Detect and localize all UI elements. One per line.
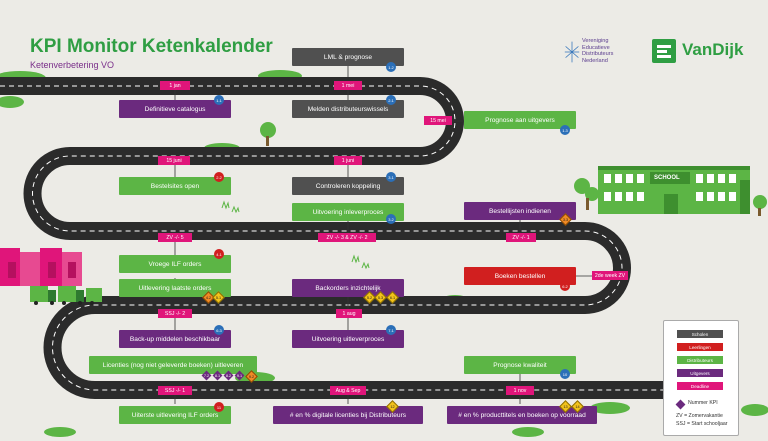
kpi-badge: 4.1 xyxy=(214,249,224,259)
legend-deadline: Deadline xyxy=(677,382,723,390)
box-controleren-koppeling: Controleren koppeling xyxy=(292,177,404,195)
box-bestellijsten-indienen: Bestellijsten indienen xyxy=(464,202,576,220)
legend-note-ssj: SSJ = Start schooljaar xyxy=(676,421,728,427)
date-label-1-jan: 1 jan xyxy=(160,81,190,90)
kpi-badge: 1.1 xyxy=(214,95,224,105)
kpi-badge: 7.1 xyxy=(386,325,396,335)
date-label-1-aug: 1 aug xyxy=(336,309,362,318)
box-boeken-bestellen: Boeken bestellen xyxy=(464,267,576,285)
kpi-badge: 6.3 xyxy=(214,325,224,335)
box-definitieve-catalogus: Definitieve catalogus xyxy=(119,100,231,118)
grass-tuft xyxy=(351,254,360,264)
box-back-up-middelen: Back-up middelen beschikbaar xyxy=(119,330,231,348)
page-title: KPI Monitor Ketenkalender xyxy=(30,36,273,57)
box-uitlevering-laatste-orders: Uitlevering laatste orders xyxy=(119,279,231,297)
box-melden-distributeurswissels: Melden distributeurswissels xyxy=(292,100,404,118)
date-label-15-juni: 15 juni xyxy=(158,156,190,165)
school-sign: SCHOOL xyxy=(654,175,680,181)
legend-uitgevers: Uitgevers xyxy=(677,369,723,377)
date-label-1-mei: 1 mei xyxy=(334,81,362,90)
box-lml-prognose: LML & prognose xyxy=(292,48,404,66)
date-label-ssj-1: SSJ -/- 1 xyxy=(158,386,192,395)
date-label-zv-1: ZV -/- 1 xyxy=(506,233,536,242)
box-digitale-licenties: # en % digitale licenties bij Distribute… xyxy=(273,406,423,424)
kpi-badge: 1.2 xyxy=(386,62,396,72)
legend-nummer-kpi: Nummer KPI xyxy=(688,400,718,406)
box-licenties-uitleveren: Licenties (nog niet geleverde boeken) ui… xyxy=(89,356,257,374)
page-subtitle: Ketenverbetering VO xyxy=(30,60,115,70)
grass-tuft xyxy=(221,200,230,210)
kpi-diamond: 8.1 xyxy=(212,370,223,381)
kpi-badge: 11 xyxy=(214,402,224,412)
tree xyxy=(260,122,276,146)
kpi-badge: 2.1 xyxy=(386,95,396,105)
vandijk-logo-text: VanDijk xyxy=(682,40,744,59)
grass-patch xyxy=(44,427,76,437)
school-building xyxy=(598,166,750,214)
tree xyxy=(574,178,599,210)
grass-patch xyxy=(512,427,544,437)
box-uiterste-uitlevering-ilf: Uiterste uitlevering ILF orders xyxy=(119,406,231,424)
date-label-aug-sep: Aug & Sep xyxy=(330,386,366,395)
legend xyxy=(663,320,739,436)
kpi-diamond: 9.1 xyxy=(234,370,245,381)
trucks xyxy=(30,286,102,305)
road-center-line xyxy=(0,85,690,391)
legend-scholen: Scholen xyxy=(677,330,723,338)
legend-leerlingen: Leerlingen xyxy=(677,343,723,351)
kpi-badge: 3.2 xyxy=(386,214,396,224)
date-label-15-mei: 15 mei xyxy=(424,116,452,125)
vedn-logo-icon xyxy=(564,41,580,63)
tree xyxy=(753,195,767,216)
box-vroege-ilf-orders: Vroege ILF orders xyxy=(119,255,231,273)
kpi-badge: 6.2 xyxy=(560,281,570,291)
date-label-ssj-2: SSJ -/- 2 xyxy=(158,309,192,318)
legend-distributeurs: Distributeurs xyxy=(677,356,723,364)
box-producttitels-voorraad: # en % producttitels en boeken op voorra… xyxy=(447,406,597,424)
warehouse xyxy=(0,248,82,286)
vedn-logo-text: Vereniging Educatieve Distributeurs Nede… xyxy=(582,38,614,64)
date-label-2de-week-zv: 2de week ZV xyxy=(592,271,628,280)
kpi-badge: 3.1 xyxy=(386,172,396,182)
kpi-badge: 2.2 xyxy=(214,172,224,182)
date-label-zv-5: ZV -/- 5 xyxy=(158,233,192,242)
box-prognose-kwaliteit: Prognose kwaliteit xyxy=(464,356,576,374)
kpi-diamond: 8.2 xyxy=(223,370,234,381)
date-label-1-nov: 1 nov xyxy=(506,386,534,395)
grass-patch xyxy=(0,96,24,108)
grass-patch xyxy=(741,404,768,416)
grass-tuft xyxy=(231,205,240,214)
kpi-diamond: 7.2 xyxy=(201,370,212,381)
grass-tuft xyxy=(361,261,370,270)
box-prognose-aan-uitgevers: Prognose aan uitgevers xyxy=(464,111,576,129)
date-label-1-juni: 1 juni xyxy=(334,156,362,165)
legend-note-zv: ZV = Zomervakantie xyxy=(676,413,723,419)
box-uitvoering-uitleverproces: Uitvoering uitleverproces xyxy=(292,330,404,348)
box-bestelsites-open: Bestelsites open xyxy=(119,177,231,195)
grass-patch xyxy=(590,402,630,414)
box-backorders-inzichtelijk: Backorders inzichtelijk xyxy=(292,279,404,297)
box-uitvoering-inleverproces: Uitvoering inleverproces xyxy=(292,203,404,221)
kpi-badge: 1.3 xyxy=(560,125,570,135)
vandijk-logo-icon xyxy=(652,39,676,63)
date-label-zv-3-2: ZV -/- 3 & ZV -/- 2 xyxy=(318,233,376,242)
kpi-badge: 10 xyxy=(560,369,570,379)
